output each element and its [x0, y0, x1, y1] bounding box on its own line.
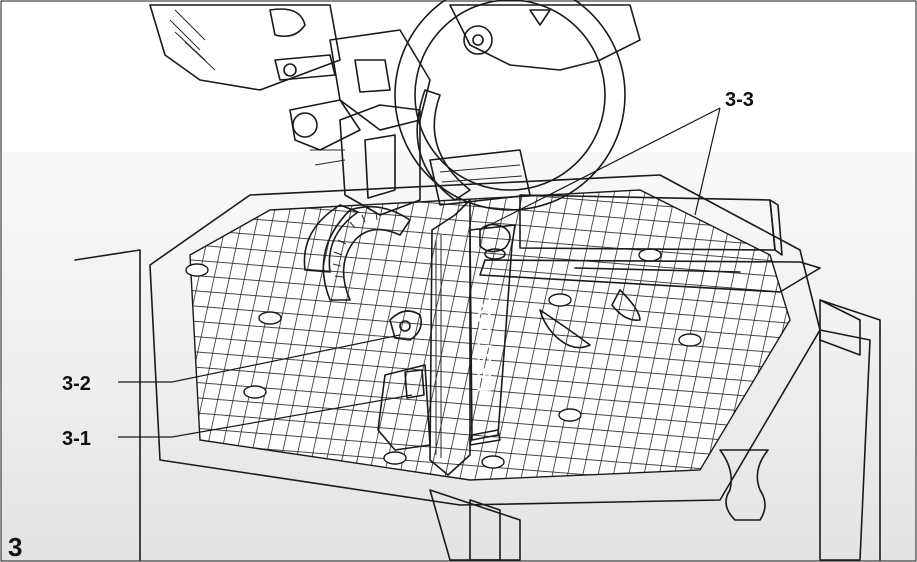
blade-guard: [449, 4, 641, 71]
saw-blade: [394, 0, 626, 211]
figure-number: 3: [8, 532, 22, 562]
leader-3-1: [118, 394, 413, 438]
workbench: [74, 249, 881, 561]
leader-3-3a: [479, 107, 721, 231]
miter-scale: [303, 204, 411, 301]
saw-head: [149, 0, 641, 216]
clamp-assembly: [377, 310, 431, 451]
angle-arm: [479, 194, 821, 293]
table-outline: [149, 174, 821, 506]
leader-3-2: [118, 334, 401, 383]
white-top-area: [2, 2, 915, 152]
fence-bracket: FESTOOL: [429, 199, 516, 476]
fence-body: [429, 199, 471, 476]
callout-3-3: 3-3: [725, 89, 754, 111]
brand-label: FESTOOL: [475, 296, 496, 392]
leader-3-3b: [694, 107, 721, 216]
callout-3-2: 3-2: [62, 373, 91, 395]
callout-3-1: 3-1: [62, 428, 91, 450]
